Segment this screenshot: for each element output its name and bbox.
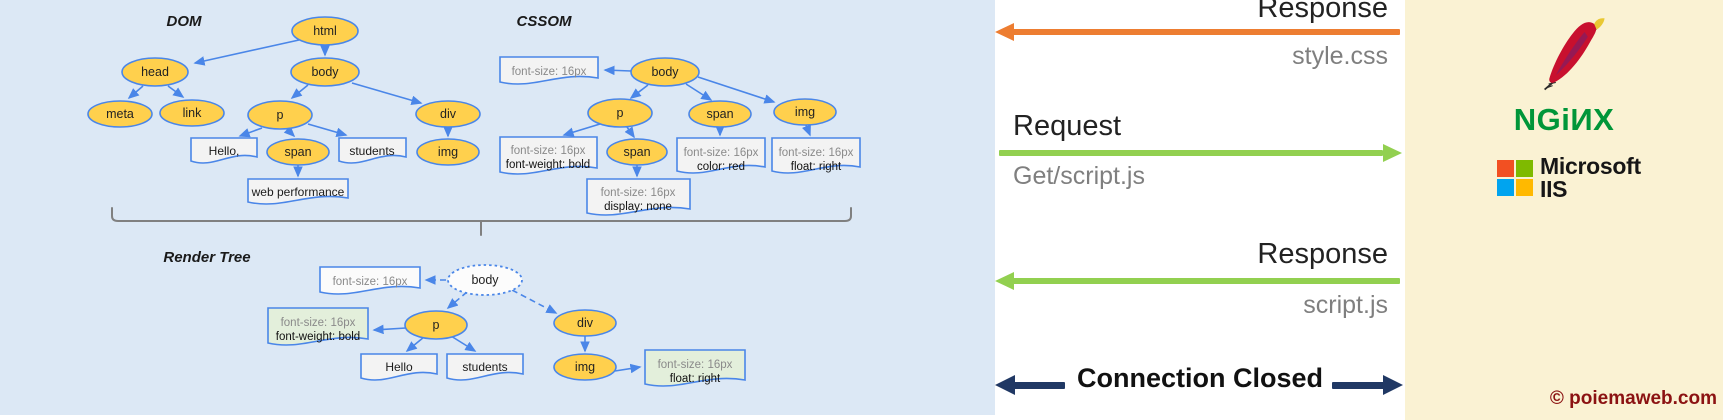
dom-node-span: span — [266, 138, 330, 166]
nginx-logo: NGiИX — [1513, 102, 1615, 137]
apache-feather-icon — [1544, 18, 1605, 91]
cssom-tree-edges — [562, 65, 811, 178]
svg-text:display: none: display: none — [604, 201, 672, 213]
svg-text:font-size: 16px: font-size: 16px — [658, 359, 733, 371]
svg-text:p: p — [277, 108, 284, 122]
dom-tree-edges — [127, 39, 453, 178]
render-node-p: p — [404, 310, 468, 340]
render-leaf-students: students — [446, 353, 524, 381]
microsoft-iis-text: Microsoft IIS — [1540, 153, 1641, 203]
dom-node-head: head — [121, 57, 189, 87]
svg-text:body: body — [471, 273, 499, 287]
cssom-title: CSSOM — [516, 13, 572, 30]
svg-text:float: right: float: right — [670, 373, 721, 385]
underbrace — [111, 207, 852, 236]
cssom-note-img: font-size: 16px float: right — [771, 137, 861, 174]
cssom-node-body: body — [630, 57, 700, 87]
response-script-file: script.js — [1303, 291, 1388, 319]
microsoft-iis-logo: Microsoft IIS — [1497, 153, 1641, 203]
svg-text:p: p — [433, 318, 440, 332]
cssom-note-span-of-p: font-size: 16px display: none — [586, 178, 691, 216]
dom-node-meta: meta — [87, 100, 153, 128]
svg-text:students: students — [349, 144, 394, 158]
svg-text:font-size: 16px: font-size: 16px — [511, 145, 586, 157]
microsoft-label: Microsoft — [1540, 153, 1641, 179]
dom-node-link: link — [159, 99, 225, 127]
response-style-file: style.css — [1292, 42, 1388, 70]
browser-trees-panel: DOM CSSOM Render Tree html — [0, 0, 995, 415]
svg-text:img: img — [795, 105, 815, 119]
svg-text:span: span — [706, 107, 733, 121]
svg-text:font-size: 16px: font-size: 16px — [684, 147, 759, 159]
svg-text:font-size: 16px: font-size: 16px — [281, 317, 356, 329]
svg-text:font-size: 16px: font-size: 16px — [601, 187, 676, 199]
svg-text:body: body — [311, 65, 339, 79]
cssom-note-span-of-body: font-size: 16px color: red — [676, 137, 766, 174]
render-tree-title: Render Tree — [163, 249, 250, 266]
svg-text:float: right: float: right — [791, 161, 842, 173]
cssom-note-p: font-size: 16px font-weight: bold — [499, 136, 598, 175]
svg-text:body: body — [651, 65, 679, 79]
response-style-label: Response — [1257, 0, 1388, 24]
dom-node-div: div — [415, 100, 481, 128]
request-label: Request — [1013, 110, 1122, 142]
response-script-label: Response — [1257, 238, 1388, 270]
microsoft-squares-icon — [1497, 160, 1533, 197]
connection-closed-label: Connection Closed — [1076, 363, 1323, 393]
svg-text:Hello: Hello — [385, 360, 413, 374]
svg-text:img: img — [575, 360, 595, 374]
copyright-text: © poiemaweb.com — [1549, 388, 1717, 409]
svg-text:students: students — [462, 360, 507, 374]
dom-node-p: p — [247, 100, 313, 130]
dom-cssom-rendertree-diagram: DOM CSSOM Render Tree html — [87, 13, 861, 387]
render-tree-edges — [372, 275, 642, 374]
dom-title: DOM — [167, 13, 203, 30]
request-file: Get/script.js — [1013, 162, 1145, 190]
cssom-node-span-of-body: span — [688, 100, 752, 128]
dom-leaf-hello: Hello, — [190, 137, 258, 164]
http-exchange-panel: Response style.css Request Get/script.js… — [995, 0, 1405, 420]
svg-text:font-size: 16px: font-size: 16px — [779, 147, 854, 159]
render-note-body: font-size: 16px — [319, 266, 421, 295]
svg-text:web performance: web performance — [251, 185, 345, 199]
cssom-node-img: img — [773, 98, 837, 126]
dom-leaf-students: students — [338, 137, 407, 164]
svg-text:font-weight: bold: font-weight: bold — [276, 331, 360, 343]
render-node-body: body — [447, 264, 523, 296]
svg-text:p: p — [617, 106, 624, 120]
dom-node-html: html — [291, 16, 359, 46]
svg-text:span: span — [623, 145, 650, 159]
svg-text:span: span — [284, 145, 311, 159]
svg-text:color: red: color: red — [697, 161, 745, 173]
iis-label: IIS — [1540, 176, 1568, 203]
svg-text:div: div — [577, 316, 594, 330]
svg-text:link: link — [183, 106, 203, 120]
svg-text:html: html — [313, 24, 337, 38]
cssom-node-p: p — [587, 98, 653, 128]
dom-leaf-web-performance: web performance — [247, 178, 349, 205]
svg-text:meta: meta — [106, 107, 134, 121]
cssom-note-body: font-size: 16px — [499, 56, 599, 85]
render-note-p: font-size: 16px font-weight: bold — [267, 307, 369, 346]
svg-text:div: div — [440, 107, 457, 121]
dom-node-body: body — [290, 57, 360, 87]
dom-node-img: img — [416, 138, 480, 166]
svg-text:head: head — [141, 65, 169, 79]
svg-text:img: img — [438, 145, 458, 159]
web-servers-panel: NGiИX Microsoft IIS © poiemaweb.com — [1405, 0, 1723, 420]
render-leaf-hello: Hello — [360, 353, 438, 381]
svg-text:Hello,: Hello, — [209, 144, 240, 158]
svg-text:font-size: 16px: font-size: 16px — [333, 276, 408, 288]
svg-text:font-size: 16px: font-size: 16px — [512, 66, 587, 78]
render-node-img: img — [553, 353, 617, 381]
render-note-img: font-size: 16px float: right — [644, 349, 746, 387]
cssom-node-span-of-p: span — [606, 138, 668, 166]
render-node-div: div — [553, 309, 617, 337]
svg-text:font-weight: bold: font-weight: bold — [506, 159, 590, 171]
